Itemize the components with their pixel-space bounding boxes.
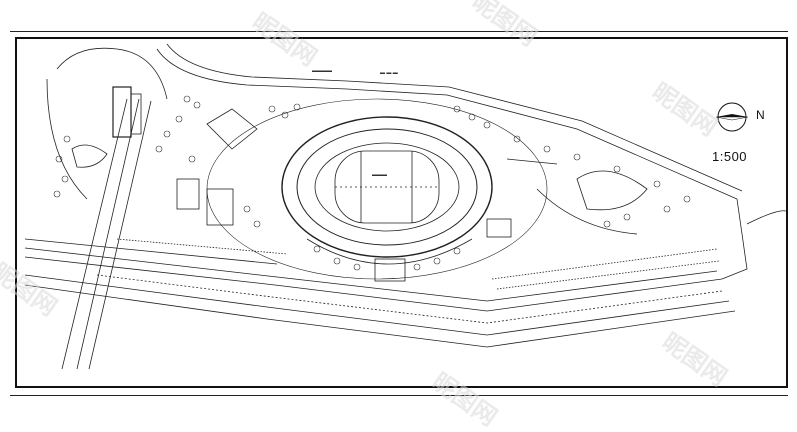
scale-label: 1:500	[712, 149, 748, 164]
top-border-line	[10, 31, 788, 32]
top-road-label-a: ▬▬▬▬	[312, 68, 332, 74]
site-plan-drawing	[24, 43, 786, 370]
bottom-border-line	[10, 395, 788, 396]
north-label: N	[756, 108, 765, 122]
site-plan-frame	[15, 37, 788, 388]
north-arrow-icon	[715, 102, 749, 132]
field-label: ▬▬▬	[372, 172, 387, 178]
top-road-label-b: ▬ ▬ ▬	[380, 70, 398, 76]
